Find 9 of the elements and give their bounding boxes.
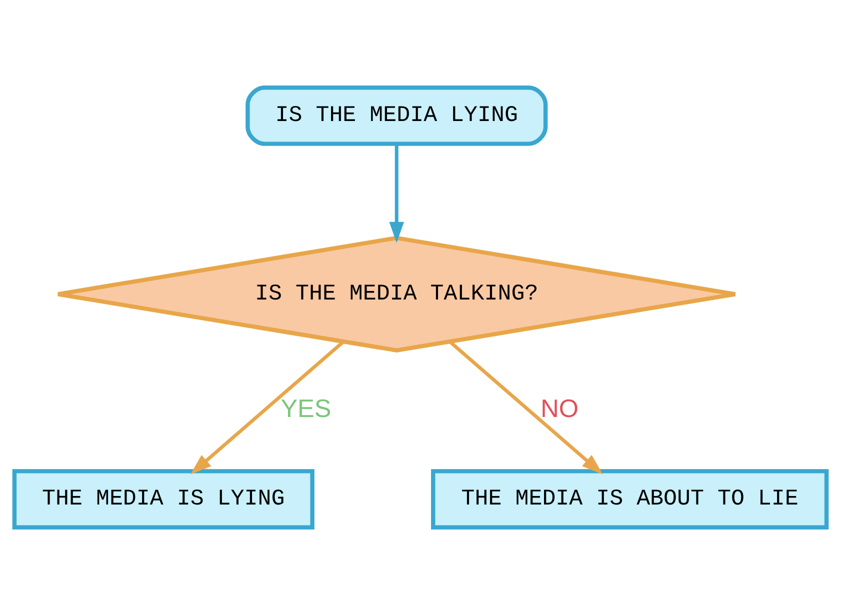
arrow — [190, 340, 344, 474]
edge-label: NO — [540, 394, 579, 422]
arrow — [389, 144, 404, 242]
edge-label: YES — [280, 394, 332, 422]
node-box: THE MEDIA IS ABOUT TO LIE — [431, 468, 829, 529]
arrow — [448, 340, 603, 474]
node-box: IS THE MEDIA LYING — [246, 85, 548, 146]
node-box: THE MEDIA IS LYING — [12, 468, 314, 529]
node-diamond: IS THE MEDIA TALKING? — [56, 235, 738, 352]
